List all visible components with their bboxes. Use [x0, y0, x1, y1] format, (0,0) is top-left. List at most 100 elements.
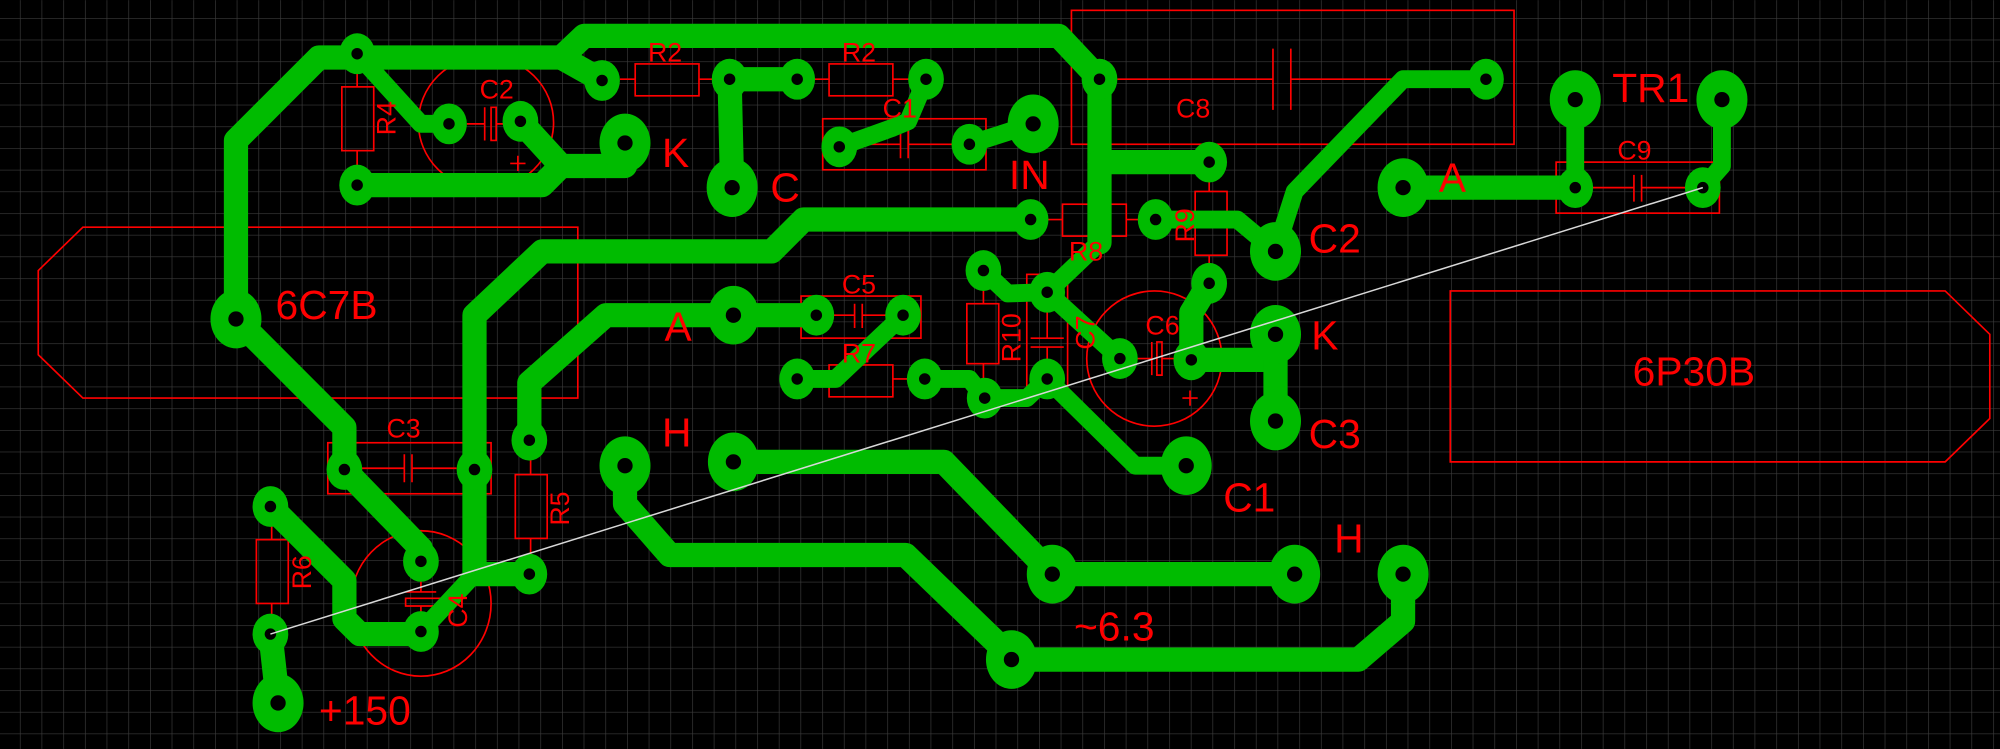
component-labels: R2 R2 C2 R4 C1 C8 C9 R8 R9 C5 R7 R10 C7 …: [276, 37, 1756, 627]
drill-hole: [1041, 373, 1053, 385]
drill-hole: [1569, 181, 1581, 194]
label-c2: C2: [480, 74, 514, 104]
drill-hole: [791, 73, 803, 85]
drill-hole: [514, 115, 527, 128]
net-label-in: IN: [1009, 152, 1050, 198]
drill-hole: [919, 373, 931, 385]
net-label-h-right: H: [1334, 515, 1363, 561]
net-label-a-left: A: [665, 304, 693, 350]
net-label-k1: K: [662, 130, 689, 176]
label-tube-6p30b: 6P30B: [1633, 348, 1756, 394]
drill-hole: [1480, 73, 1492, 85]
drill-hole: [833, 141, 846, 153]
drill-hole: [1203, 156, 1215, 168]
label-r2b: R2: [842, 37, 876, 67]
drill-hole: [443, 118, 455, 130]
label-tube-6c7b: 6C7B: [276, 282, 378, 328]
net-label-a-right: A: [1439, 154, 1467, 200]
net-label-c3: C3: [1309, 411, 1361, 457]
label-c6: C6: [1145, 310, 1179, 340]
trace[interactable]: [612, 453, 1416, 672]
drill-hole: [415, 625, 427, 638]
drill-hole: [791, 373, 803, 385]
net-label-c: C: [770, 165, 799, 211]
drill-hole: [523, 568, 536, 580]
label-r7: R7: [842, 338, 876, 368]
label-c9: C9: [1617, 136, 1651, 166]
drill-hole: [617, 135, 633, 151]
drill-hole: [723, 73, 736, 85]
drill-hole: [415, 555, 427, 568]
drill-hole: [1114, 352, 1126, 365]
label-r10: R10: [996, 313, 1026, 362]
net-label-c2: C2: [1309, 216, 1361, 262]
label-c1: C1: [883, 93, 917, 123]
pads-layer: [210, 33, 1748, 733]
c3-symbol: [360, 454, 457, 483]
label-c3: C3: [386, 414, 420, 444]
drill-hole: [1395, 179, 1411, 196]
drill-hole: [596, 74, 608, 87]
drill-hole: [351, 179, 363, 191]
label-r6: R6: [287, 555, 317, 589]
drill-hole: [228, 311, 244, 327]
drill-hole: [810, 309, 823, 321]
label-r5: R5: [545, 491, 575, 525]
drill-hole: [617, 458, 633, 474]
drill-hole: [468, 463, 481, 476]
drill-hole: [1003, 651, 1020, 668]
drill-hole: [264, 500, 277, 513]
drill-hole: [338, 463, 351, 476]
drill-hole: [1267, 243, 1284, 260]
drill-hole: [920, 73, 932, 85]
drill-hole: [264, 628, 277, 640]
c6-symbol: [1135, 341, 1198, 406]
trace[interactable]: [1266, 70, 1495, 261]
drill-hole: [1567, 91, 1583, 108]
trace[interactable]: [830, 70, 935, 156]
drill-hole: [351, 47, 363, 60]
label-r2a: R2: [648, 37, 682, 67]
tube-6c7b-outline: [37, 226, 579, 399]
drill-hole: [270, 695, 286, 711]
drill-hole: [1267, 326, 1284, 342]
drill-hole: [1041, 286, 1053, 298]
trace[interactable]: [721, 449, 1307, 587]
drill-hole: [897, 309, 909, 321]
net-labels: K C IN A C2 K C3 C1 A H H ~6.3 +150: [319, 130, 1467, 733]
ratsnest-line[interactable]: [270, 186, 1704, 635]
drill-hole: [1714, 91, 1730, 108]
c7-symbol: [1030, 308, 1064, 364]
drill-hole: [1149, 213, 1162, 226]
c5-symbol: [831, 303, 888, 328]
net-label-c1: C1: [1223, 475, 1275, 521]
drill-hole: [1267, 413, 1284, 429]
drill-hole: [1286, 566, 1303, 582]
c9-symbol: [1590, 174, 1687, 202]
trace[interactable]: [345, 153, 574, 198]
drill-hole: [724, 179, 740, 196]
drill-hole: [725, 307, 742, 323]
label-c5: C5: [842, 270, 876, 300]
trace[interactable]: [258, 494, 434, 647]
drill-hole: [1044, 566, 1060, 582]
net-label-heater: ~6.3: [1074, 603, 1155, 649]
drill-hole: [1093, 73, 1106, 85]
label-r8: R8: [1069, 236, 1103, 266]
net-label-k2: K: [1311, 313, 1338, 359]
label-c4: C4: [443, 593, 473, 627]
label-r9: R9: [1170, 208, 1200, 242]
tube-6p30b-outline: [1449, 290, 1991, 463]
drill-hole: [725, 454, 742, 470]
c1-symbol: [854, 130, 955, 159]
c8-outline: [1070, 9, 1515, 146]
drill-hole: [1178, 458, 1194, 474]
c8-symbol: [1117, 48, 1467, 110]
drill-hole: [1395, 566, 1411, 582]
label-c7: C7: [1070, 315, 1100, 349]
drill-hole: [977, 264, 990, 277]
net-label-h-left: H: [662, 410, 691, 456]
trace[interactable]: [517, 303, 746, 453]
